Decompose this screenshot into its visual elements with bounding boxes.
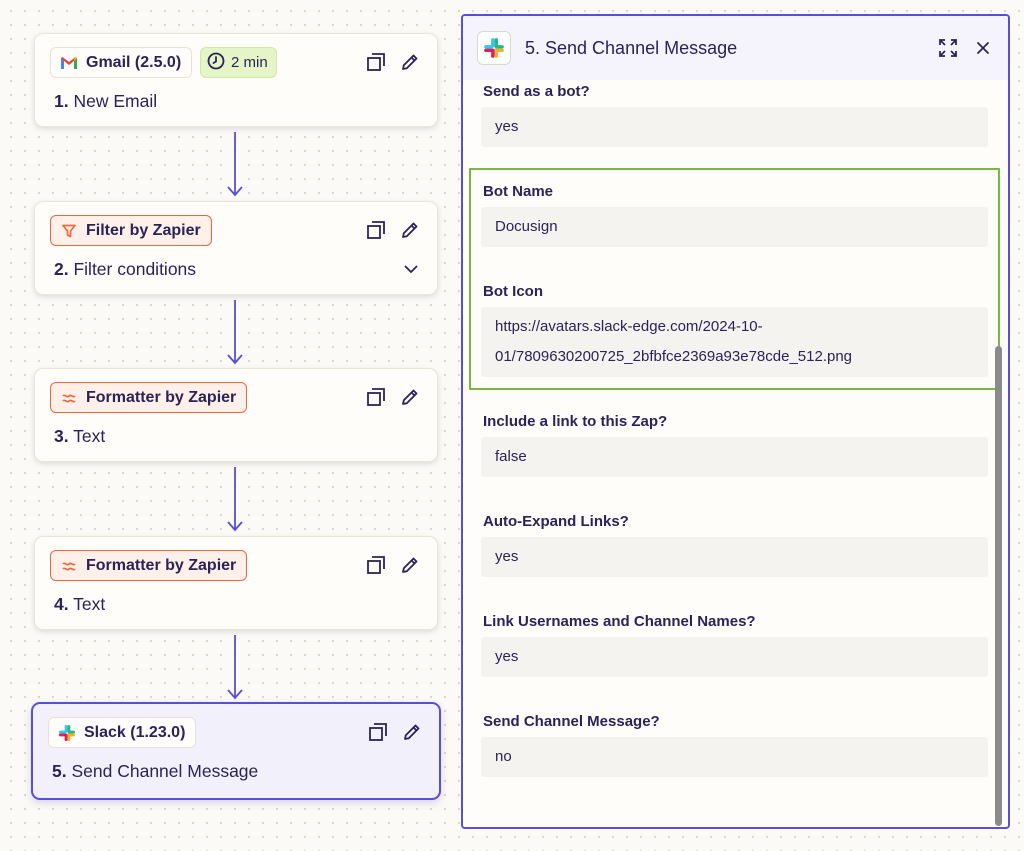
- step-app-label: Formatter by Zapier: [86, 556, 237, 574]
- step-app-badge: Filter by Zapier: [50, 215, 212, 246]
- field-value-line: 01/7809630200725_2bfbfce2369a93e78cde_51…: [495, 348, 853, 365]
- step-title: 1. New Email: [54, 91, 158, 111]
- duplicate-icon[interactable]: [366, 220, 386, 240]
- field-value[interactable]: no: [481, 737, 988, 777]
- chevron-down-icon[interactable]: [403, 261, 419, 282]
- step-card-4[interactable]: Formatter by Zapier 4. Text: [34, 536, 438, 630]
- step-card-1[interactable]: Gmail (2.5.0) 2 min 1. New Email: [34, 33, 438, 127]
- panel-header: 5. Send Channel Message: [463, 16, 1008, 80]
- step-title: 3. Text: [54, 426, 106, 446]
- connector-arrow: [227, 635, 243, 700]
- slack-icon: [58, 724, 76, 742]
- edit-pencil-icon[interactable]: [402, 722, 422, 742]
- gmail-icon: [60, 54, 78, 72]
- field-value[interactable]: Docusign: [481, 207, 988, 247]
- connector-arrow: [227, 467, 243, 532]
- edit-pencil-icon[interactable]: [400, 387, 420, 407]
- field-value[interactable]: https://avatars.slack-edge.com/2024-10- …: [481, 307, 988, 377]
- highlight-box: [469, 168, 1000, 390]
- close-icon[interactable]: [972, 37, 994, 59]
- step-card-3[interactable]: Formatter by Zapier 3. Text: [34, 368, 438, 462]
- field-label: Include a link to this Zap?: [483, 413, 668, 430]
- step-title: 2. Filter conditions: [54, 259, 197, 279]
- field-value[interactable]: false: [481, 437, 988, 477]
- step-app-label: Filter by Zapier: [86, 221, 201, 239]
- slack-icon: [477, 31, 511, 65]
- connector-arrow: [227, 132, 243, 197]
- panel-title: 5. Send Channel Message: [525, 38, 738, 58]
- time-badge-label: 2 min: [231, 54, 268, 71]
- duplicate-icon[interactable]: [366, 387, 386, 407]
- step-app-badge: Formatter by Zapier: [50, 382, 248, 413]
- duplicate-icon[interactable]: [366, 52, 386, 72]
- step-app-label: Gmail (2.5.0): [86, 53, 182, 71]
- step-app-label: Formatter by Zapier: [86, 388, 237, 406]
- formatter-icon: [60, 389, 78, 407]
- step-app-badge: Formatter by Zapier: [50, 550, 248, 581]
- step-details-panel: 5. Send Channel Message Send as a bot? y…: [461, 14, 1010, 829]
- field-label: Bot Icon: [483, 283, 543, 300]
- duplicate-icon[interactable]: [368, 722, 388, 742]
- clock-icon: [207, 52, 225, 74]
- step-card-2[interactable]: Filter by Zapier 2. Filter conditions: [34, 201, 438, 295]
- field-label: Link Usernames and Channel Names?: [483, 613, 756, 630]
- expand-icon[interactable]: [937, 37, 959, 59]
- field-value[interactable]: yes: [481, 107, 988, 147]
- field-label: Send as a bot?: [483, 83, 590, 100]
- step-app-badge: Gmail (2.5.0): [50, 47, 193, 78]
- step-title: 5. Send Channel Message: [52, 761, 259, 781]
- polling-time-badge: 2 min: [200, 47, 277, 78]
- edit-pencil-icon[interactable]: [400, 220, 420, 240]
- step-app-badge: Slack (1.23.0): [48, 717, 197, 748]
- filter-icon: [60, 222, 78, 240]
- field-label: Auto-Expand Links?: [483, 513, 629, 530]
- field-value[interactable]: yes: [481, 537, 988, 577]
- edit-pencil-icon[interactable]: [400, 52, 420, 72]
- step-app-label: Slack (1.23.0): [84, 723, 186, 741]
- field-label: Send Channel Message?: [483, 713, 660, 730]
- edit-pencil-icon[interactable]: [400, 555, 420, 575]
- field-value[interactable]: yes: [481, 637, 988, 677]
- step-title: 4. Text: [54, 594, 106, 614]
- step-card-5[interactable]: Slack (1.23.0) 5. Send Channel Message: [31, 702, 441, 800]
- field-label: Bot Name: [483, 183, 554, 200]
- connector-arrow: [227, 300, 243, 365]
- field-value-line: https://avatars.slack-edge.com/2024-10-: [495, 318, 763, 335]
- formatter-icon: [60, 557, 78, 575]
- duplicate-icon[interactable]: [366, 555, 386, 575]
- panel-scrollbar[interactable]: [995, 346, 1002, 826]
